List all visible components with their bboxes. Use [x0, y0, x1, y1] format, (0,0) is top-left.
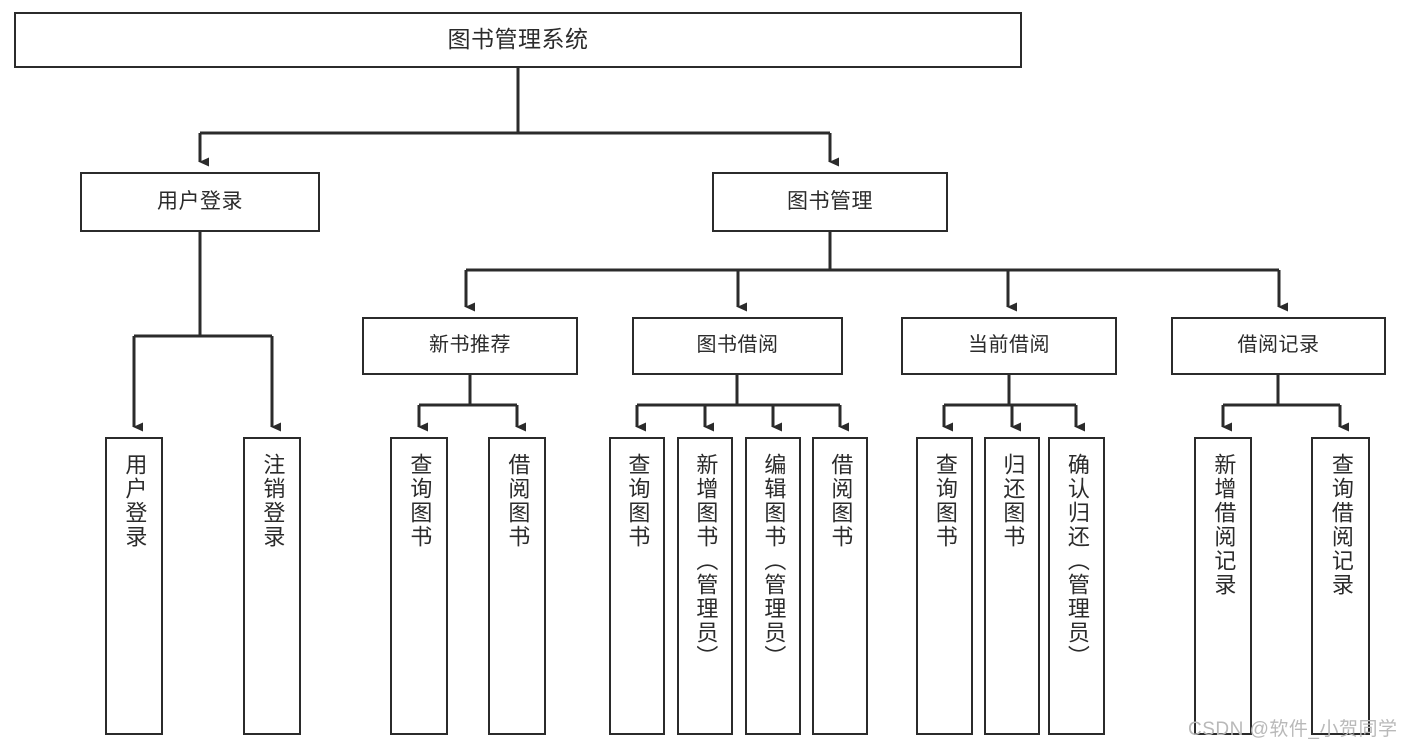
node-leaf-borrow-add-book[interactable]: 新增图书（管理员）: [677, 437, 733, 735]
node-user-login[interactable]: 用户登录: [80, 172, 320, 232]
node-leaf-current-return-book[interactable]: 归还图书: [984, 437, 1040, 735]
node-book-borrow[interactable]: 图书借阅: [632, 317, 843, 375]
node-leaf-user-logout[interactable]: 注销登录: [243, 437, 301, 735]
node-label: 借阅图书: [828, 453, 854, 549]
node-leaf-record-add[interactable]: 新增借阅记录: [1194, 437, 1252, 735]
node-label: 查询借阅记录: [1328, 453, 1354, 597]
node-label: 查询图书: [407, 453, 433, 549]
node-borrow-record[interactable]: 借阅记录: [1171, 317, 1386, 375]
node-leaf-borrow-lend-book[interactable]: 借阅图书: [812, 437, 868, 735]
node-new-book-recommend[interactable]: 新书推荐: [362, 317, 578, 375]
node-leaf-borrow-query-book[interactable]: 查询图书: [609, 437, 665, 735]
node-label: 图书管理: [787, 189, 873, 213]
node-label: 归还图书: [1000, 453, 1026, 549]
node-label: 新书推荐: [429, 334, 511, 357]
node-label: 注销登录: [260, 453, 286, 549]
node-label: 当前借阅: [968, 334, 1050, 357]
node-leaf-user-login[interactable]: 用户登录: [105, 437, 163, 735]
node-leaf-current-query-book[interactable]: 查询图书: [916, 437, 973, 735]
node-leaf-borrow-edit-book[interactable]: 编辑图书（管理员）: [745, 437, 801, 735]
node-label: 查询图书: [625, 453, 651, 549]
node-leaf-record-query[interactable]: 查询借阅记录: [1311, 437, 1370, 735]
node-label: 用户登录: [157, 189, 243, 213]
node-leaf-current-confirm-return[interactable]: 确认归还（管理员）: [1048, 437, 1105, 735]
node-label: 用户登录: [122, 453, 148, 549]
node-label: 查询图书: [932, 453, 958, 549]
node-leaf-recommend-query-book[interactable]: 查询图书: [390, 437, 448, 735]
node-book-manage[interactable]: 图书管理: [712, 172, 948, 232]
node-label: 图书借阅: [696, 334, 779, 357]
node-label: 图书管理系统: [447, 26, 589, 53]
node-root-system[interactable]: 图书管理系统: [14, 12, 1022, 68]
node-current-borrow[interactable]: 当前借阅: [901, 317, 1117, 375]
node-label: 借阅图书: [505, 453, 531, 549]
watermark-text: CSDN @软件_小贺同学: [1188, 719, 1398, 740]
node-leaf-recommend-borrow-book[interactable]: 借阅图书: [488, 437, 546, 735]
node-label: 新增图书（管理员）: [693, 453, 719, 669]
node-label: 确认归还（管理员）: [1064, 453, 1090, 669]
node-label: 新增借阅记录: [1211, 453, 1237, 597]
node-label: 编辑图书（管理员）: [761, 453, 787, 669]
node-label: 借阅记录: [1237, 334, 1320, 357]
